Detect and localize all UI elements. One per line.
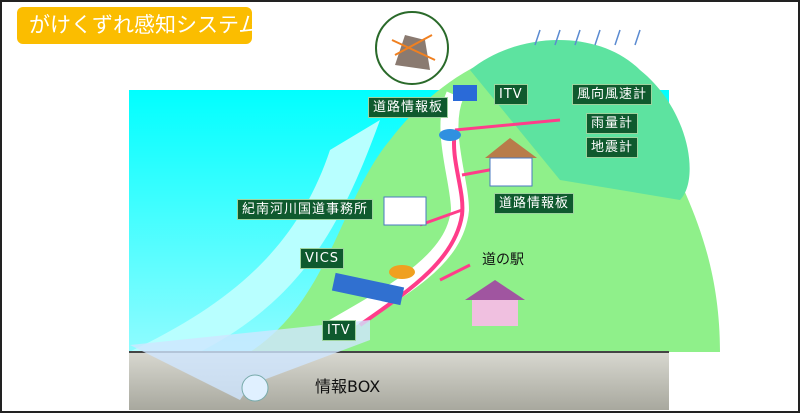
rock-icon <box>395 35 430 70</box>
cable-branch <box>419 118 561 282</box>
label-road-info-board-house: 道路情報板 <box>494 193 575 214</box>
label-roadside-station: 道の駅 <box>482 252 524 268</box>
car <box>439 129 461 141</box>
roadside-station-roof <box>465 280 525 300</box>
fiber-pipe <box>130 320 370 400</box>
label-office: 紀南河川国道事務所 <box>237 199 374 220</box>
rain <box>534 29 641 46</box>
vics-sign <box>331 272 405 306</box>
label-itv-bottom: ITV <box>322 320 356 341</box>
label-anemometer: 風向風速計 <box>572 84 653 105</box>
label-vics: VICS <box>300 248 345 269</box>
fiber-cable-end <box>241 374 269 402</box>
label-rain-gauge: 雨量計 <box>586 113 639 134</box>
label-road-info-board-top: 道路情報板 <box>368 97 449 118</box>
mountain-back <box>470 40 690 200</box>
house <box>489 157 533 187</box>
sea-band <box>129 120 380 352</box>
house-roof <box>485 138 537 158</box>
page-title: がけくずれ感知システム <box>17 7 259 44</box>
road-info-board-sign <box>453 85 477 101</box>
roadside-station <box>472 300 518 326</box>
office-building <box>383 196 427 226</box>
label-itv-top: ITV <box>494 84 528 105</box>
car <box>389 265 415 279</box>
label-info-box: 情報BOX <box>315 377 381 396</box>
label-seismometer: 地震計 <box>586 137 639 158</box>
